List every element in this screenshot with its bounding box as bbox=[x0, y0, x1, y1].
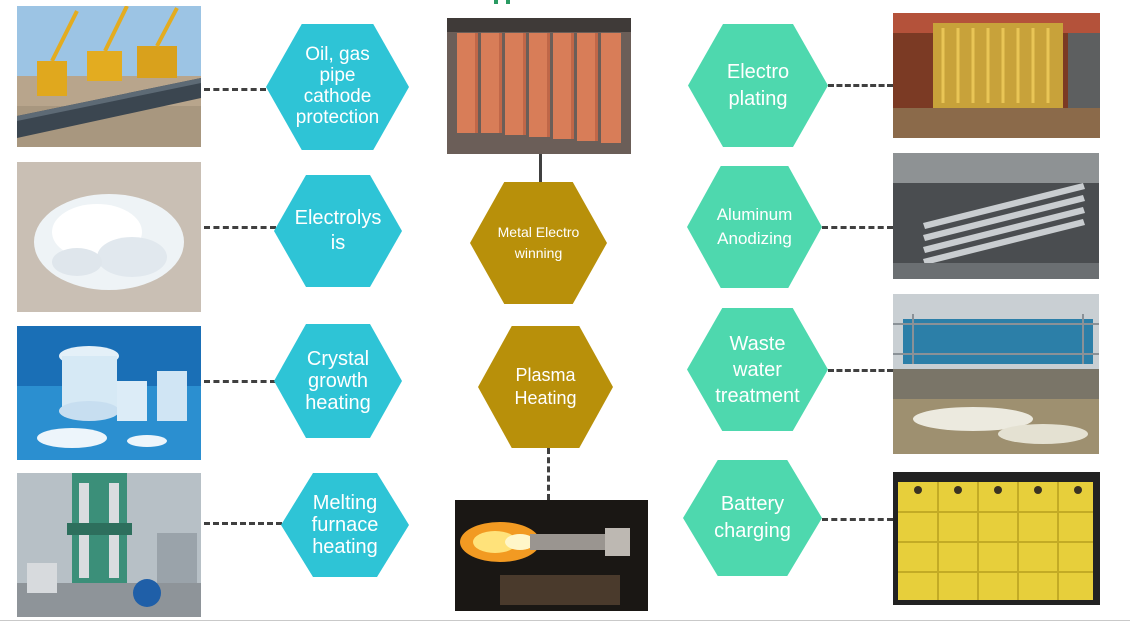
melting-furnace-heating-hex: Melting furnace heating bbox=[281, 473, 409, 577]
hex-label: Electrolysis bbox=[294, 207, 382, 254]
pipeline-photo bbox=[17, 6, 201, 147]
aluminum-profiles-photo bbox=[893, 153, 1099, 279]
connector-line bbox=[539, 154, 542, 182]
plasma-torch-photo bbox=[455, 500, 648, 611]
waste-water-treatment-hex: Waste water treatment bbox=[687, 308, 828, 431]
electro-plating-hex: Electro plating bbox=[688, 24, 828, 147]
title-fragment bbox=[484, 0, 524, 4]
hex-label: Metal Electrowinning bbox=[497, 224, 580, 261]
connector-line bbox=[822, 518, 893, 521]
hex-label: Electro plating bbox=[726, 60, 790, 110]
treatment-tank-photo bbox=[893, 294, 1099, 454]
electrolysis-hex: Electrolysis bbox=[274, 175, 402, 287]
battery-charging-hex: Battery charging bbox=[683, 460, 822, 576]
connector-line bbox=[204, 522, 282, 525]
factory-press-photo bbox=[17, 473, 201, 617]
hex-label: Battery charging bbox=[714, 493, 791, 542]
crystal-discs-photo bbox=[17, 326, 201, 460]
connector-line bbox=[204, 380, 276, 383]
aluminum-anodizing-hex: Aluminum Anodizing bbox=[687, 166, 822, 288]
yellow-batteries-photo bbox=[893, 472, 1100, 605]
plating-line-photo bbox=[893, 13, 1100, 138]
connector-line bbox=[822, 226, 893, 229]
metal-electrowinning-hex: Metal Electrowinning bbox=[470, 182, 607, 304]
hex-label: Oil, gas pipe cathode protection bbox=[295, 44, 380, 128]
hex-label: Aluminum Anodizing bbox=[716, 205, 793, 248]
hex-label: Melting furnace heating bbox=[311, 492, 379, 558]
copper-cathodes-photo bbox=[447, 18, 631, 154]
plasma-heating-hex: Plasma Heating bbox=[478, 326, 613, 448]
connector-line bbox=[828, 84, 893, 87]
connector-line bbox=[204, 226, 276, 229]
white-crystal-flakes-photo bbox=[17, 162, 201, 312]
bottom-divider bbox=[0, 620, 1130, 621]
hex-label: Waste water treatment bbox=[715, 332, 800, 407]
hex-label: Crystal growth heating bbox=[305, 348, 371, 414]
connector-line bbox=[204, 88, 266, 91]
connector-line bbox=[547, 448, 550, 500]
crystal-growth-heating-hex: Crystal growth heating bbox=[274, 324, 402, 438]
hex-label: Plasma Heating bbox=[514, 364, 577, 408]
connector-line bbox=[828, 369, 893, 372]
oil-gas-pipe-protection-hex: Oil, gas pipe cathode protection bbox=[266, 24, 409, 150]
